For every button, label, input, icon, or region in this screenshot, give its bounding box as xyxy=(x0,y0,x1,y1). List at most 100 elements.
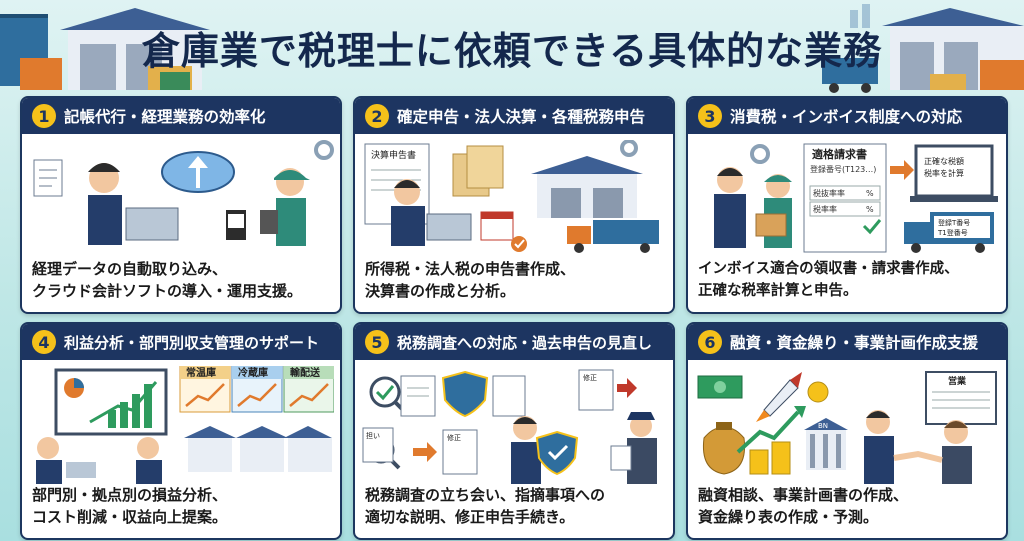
board-label: 営業 xyxy=(948,375,967,387)
manager-person xyxy=(136,437,162,484)
card-header: 3 消費税・インボイス制度への対応 xyxy=(688,98,1006,134)
card-title: 記帳代行・経理業務の効率化 xyxy=(64,108,266,126)
magnifier-check-icon xyxy=(369,376,407,414)
invoice-row-1: 税抜率率 xyxy=(813,188,845,198)
card-number-badge: 2 xyxy=(365,104,389,128)
laptop-text-1: 正確な税額 xyxy=(924,156,964,166)
shield-check-icon xyxy=(535,430,579,476)
accountant-person xyxy=(391,179,472,246)
coin-icon xyxy=(807,381,829,403)
accountant-person xyxy=(36,437,96,484)
business-person xyxy=(942,420,972,484)
card-title: 確定申告・法人決算・各種税務申告 xyxy=(397,108,646,126)
tax-officer-person xyxy=(610,412,657,484)
description-line-2: クラウド会計ソフトの導入・運用支援。 xyxy=(32,282,303,300)
card-header: 1 記帳代行・経理業務の効率化 xyxy=(22,98,340,134)
accountant-person xyxy=(714,167,746,248)
card-number-badge: 6 xyxy=(698,330,722,354)
arrow-icon xyxy=(413,442,437,462)
financing-illustration: BN 営業 xyxy=(697,371,997,484)
cash-icon xyxy=(697,375,743,399)
card-title: 融資・資金繰り・事業計画作成支援 xyxy=(730,334,979,352)
card-financing-support: 6 融資・資金繰り・事業計画作成支援 BN 営業 融資相談、事業計画書の作成、 … xyxy=(686,322,1008,540)
check-icon xyxy=(862,219,882,235)
document-icon xyxy=(33,159,63,197)
department-label-3: 輸配送 xyxy=(290,366,321,379)
description-line-1: 部門別・拠点別の損益分析、 xyxy=(32,486,228,504)
document-icon xyxy=(492,375,526,417)
percent-1: % xyxy=(866,189,874,198)
card-profit-analysis: 4 利益分析・部門別収支管理のサポート 常温庫 冷蔵庫 輸配送 xyxy=(20,322,342,540)
truck-text-1: 登録T番号 xyxy=(938,218,970,227)
invoice-registration: 登録番号(T123…) xyxy=(810,164,876,174)
chart-board-icon xyxy=(54,368,168,436)
coin-stack-icon xyxy=(749,441,791,475)
card-title: 税務調査への対応・過去申告の見直し xyxy=(397,333,653,352)
department-label-1: 常温庫 xyxy=(186,366,216,379)
card-number-badge: 5 xyxy=(365,330,389,354)
barcode-scanner-icon xyxy=(226,210,246,240)
worker-person xyxy=(755,174,792,248)
description-line-1: 税務調査の立ち会い、指摘事項への xyxy=(365,486,606,504)
service-grid: 1 記帳代行・経理業務の効率化 経理データの自動取り込み、 クラウド会計ソフトの… xyxy=(20,96,1008,540)
gear-icon xyxy=(620,140,638,157)
invoice-document: 適格請求書 登録番号(T123…) 税抜率率 % 税率率 % xyxy=(803,143,887,253)
warehouses-icon xyxy=(184,426,332,472)
card-number-badge: 1 xyxy=(32,104,56,128)
truck-text-2: T1登番号 xyxy=(937,228,968,237)
warehouse-icon xyxy=(531,156,643,218)
accountant-person xyxy=(864,410,894,484)
envelope-icon xyxy=(452,145,504,197)
card-description: 税務調査の立ち会い、指摘事項への 適切な説明、修正申告手続き。 xyxy=(365,484,667,530)
card-title: 消費税・インボイス制度への対応 xyxy=(730,108,963,126)
check-icon xyxy=(511,236,527,252)
percent-2: % xyxy=(866,205,874,214)
document-icon: 担い xyxy=(362,427,394,463)
bookkeeping-illustration xyxy=(33,140,334,246)
description-line-1: インボイス適合の領収書・請求書作成、 xyxy=(698,261,959,277)
profit-analysis-illustration: 常温庫 冷蔵庫 輸配送 xyxy=(36,366,334,484)
card-number-badge: 4 xyxy=(32,330,56,354)
card-number-badge: 3 xyxy=(698,104,722,128)
calendar-icon xyxy=(480,211,514,241)
card-description: 経理データの自動取り込み、 クラウド会計ソフトの導入・運用支援。 xyxy=(32,258,334,304)
gear-icon xyxy=(314,140,334,160)
tax-audit-illustration: 担い 修正 修正 xyxy=(362,369,657,484)
rocket-icon xyxy=(756,372,802,422)
card-header: 5 税務調査への対応・過去申告の見直し xyxy=(355,324,673,360)
card-description: 融資相談、事業計画書の作成、 資金繰り表の作成・予測。 xyxy=(698,484,1000,530)
money-bag-icon xyxy=(702,422,746,475)
document-icon: 修正 xyxy=(442,429,478,475)
card-header: 6 融資・資金繰り・事業計画作成支援 xyxy=(688,324,1006,360)
warehouse-left-illustration xyxy=(0,8,210,90)
document-label-1: 修正 xyxy=(583,373,597,382)
document-icon xyxy=(400,375,436,417)
invoice-row-2: 税率率 xyxy=(813,204,837,214)
description-line-2: 決算書の作成と分析。 xyxy=(365,282,516,300)
document-label-3: 担い xyxy=(366,431,380,440)
card-bookkeeping: 1 記帳代行・経理業務の効率化 経理データの自動取り込み、 クラウド会計ソフトの… xyxy=(20,96,342,314)
bank-icon: BN xyxy=(804,418,848,470)
laptop-text-2: 税率を計算 xyxy=(924,168,964,178)
invoice-illustration: 適格請求書 登録番号(T123…) 税抜率率 % 税率率 % 正確な税額 税率を… xyxy=(714,143,998,253)
plan-board-icon: 営業 xyxy=(925,371,997,425)
truck-icon: 登録T番号 T1登番号 xyxy=(904,212,994,253)
accountant-person xyxy=(511,416,541,484)
bank-label: BN xyxy=(818,422,828,430)
description-line-1: 所得税・法人税の申告書作成、 xyxy=(365,260,576,278)
description-line-1: 経理データの自動取り込み、 xyxy=(32,260,228,278)
correction-document-icon: 修正 xyxy=(578,369,614,411)
department-chart-3: 輸配送 xyxy=(283,366,334,413)
gear-icon xyxy=(750,144,770,164)
card-tax-filing: 2 確定申告・法人決算・各種税務申告 決算申告書 所得税・法人税の申告書作成、 … xyxy=(353,96,675,314)
invoice-title: 適格請求書 xyxy=(812,147,867,161)
growth-arrow-icon xyxy=(736,406,806,454)
description-line-2: 適切な説明、修正申告手続き。 xyxy=(365,508,575,526)
document-label-2: 修正 xyxy=(447,433,461,442)
arrow-icon xyxy=(890,160,914,180)
cloud-upload-icon xyxy=(161,151,235,193)
page-title: 倉庫業で税理士に依頼できる具体的な業務 xyxy=(141,29,883,73)
chart-decoration-icon xyxy=(850,4,870,28)
worker-person xyxy=(260,168,310,246)
